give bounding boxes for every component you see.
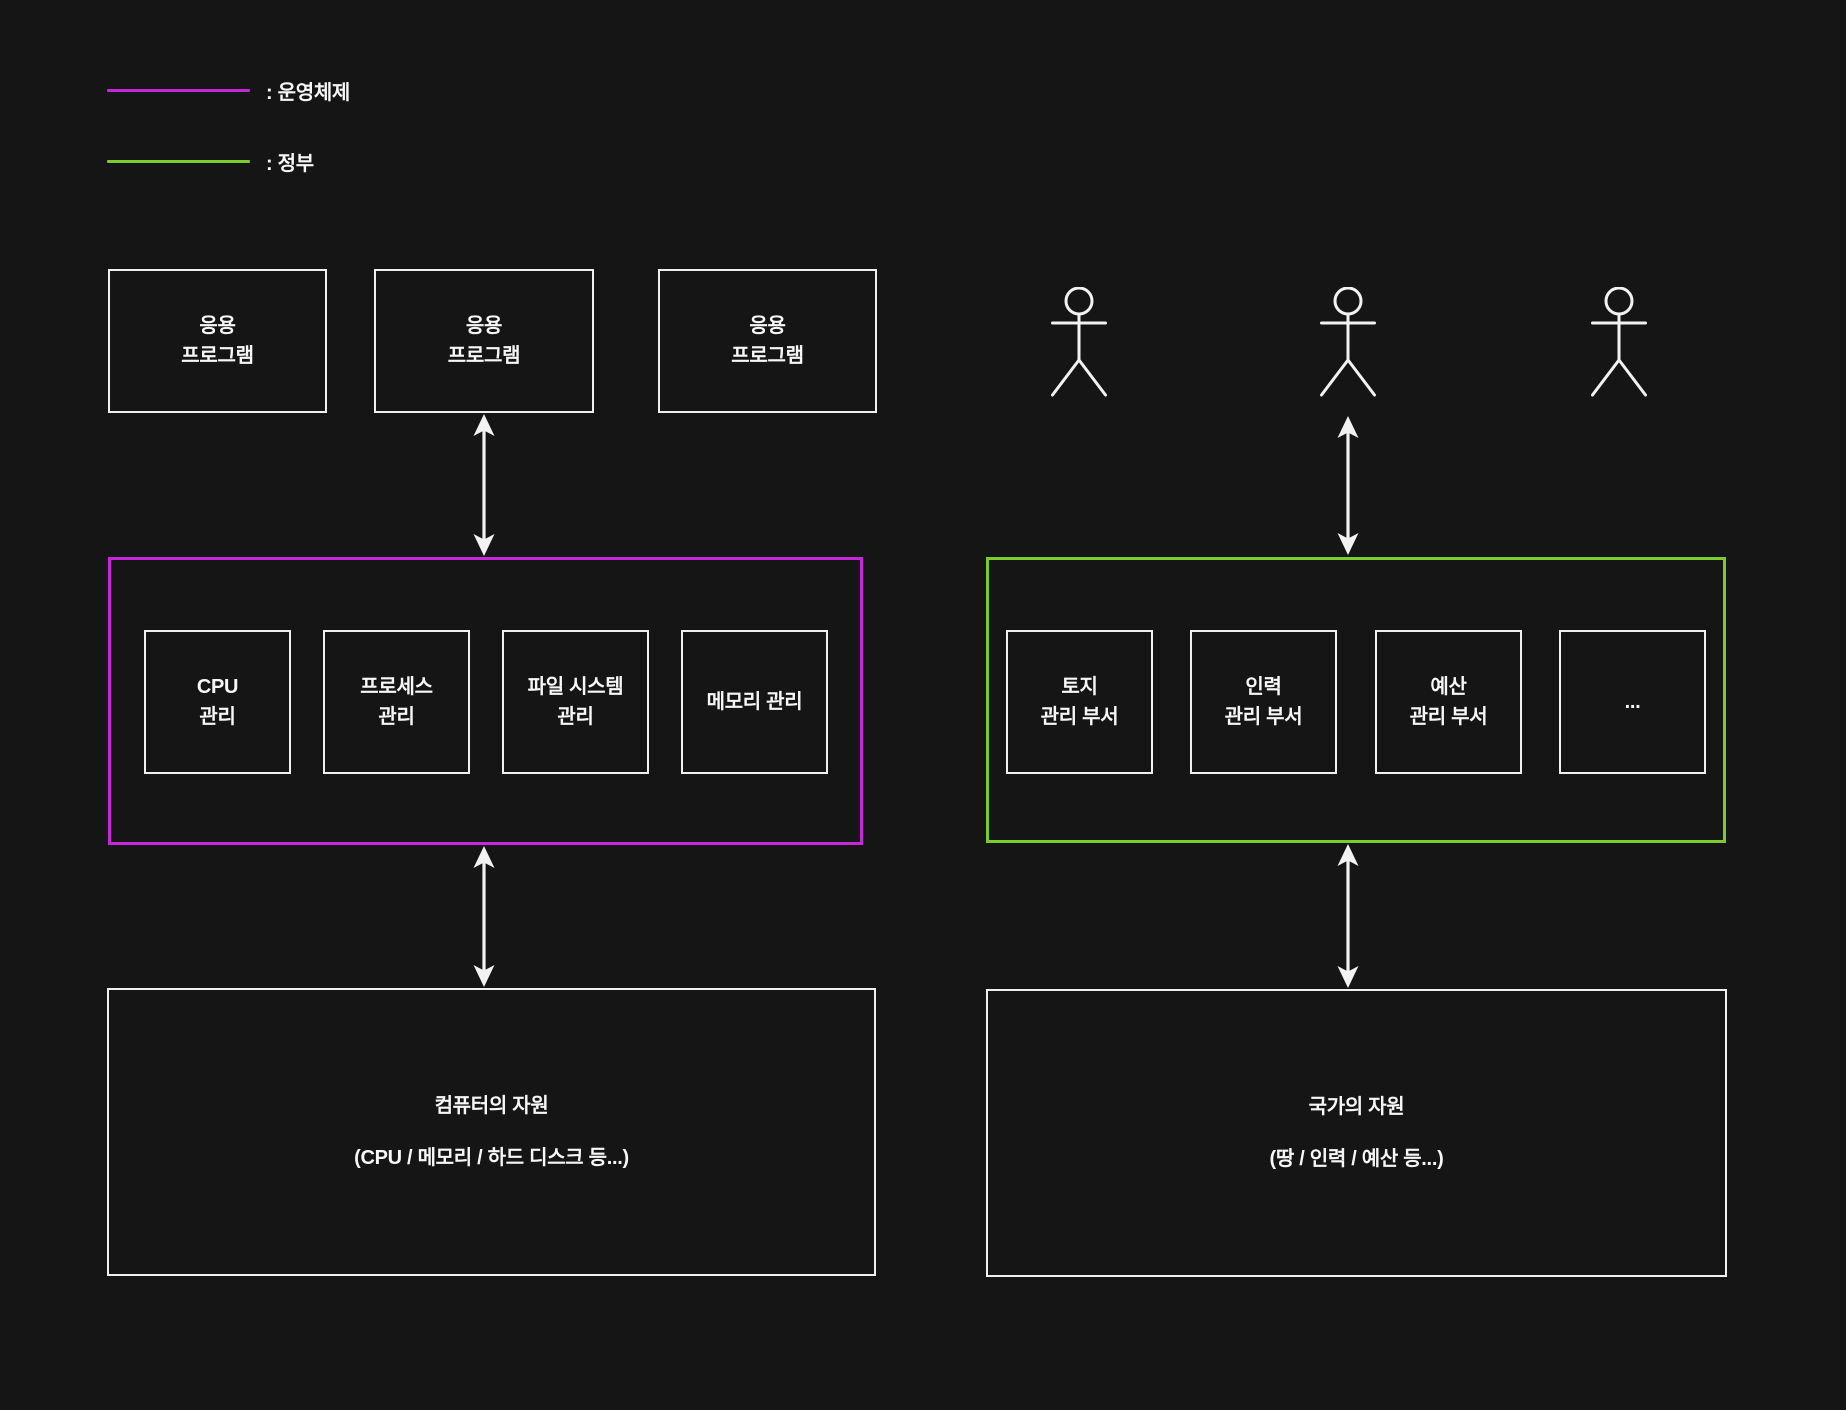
arrow-head-top xyxy=(1337,844,1359,866)
actor-head xyxy=(1333,287,1363,316)
legend-item-os: : 운영체제 xyxy=(107,76,350,104)
legend-item-government: : 정부 xyxy=(107,147,314,175)
app-program-box-3: 응용 프로그램 xyxy=(658,269,877,413)
budget-management-dept-box: 예산 관리 부서 xyxy=(1375,630,1522,774)
actor-left-leg xyxy=(1320,358,1350,397)
actor-right-leg xyxy=(1346,358,1376,397)
hr-management-dept-box: 인력 관리 부서 xyxy=(1190,630,1337,774)
bidirectional-arrow-people-government-icon xyxy=(1337,416,1359,555)
person-icon xyxy=(1320,287,1376,397)
arrow-head-top xyxy=(473,414,495,436)
app-program-label: 응용 프로그램 xyxy=(181,315,254,367)
national-resources-box: 국가의 자원 (땅 / 인력 / 예산 등...) xyxy=(986,989,1727,1277)
actor-head xyxy=(1064,287,1094,316)
process-management-box: 프로세스 관리 xyxy=(323,630,470,774)
app-program-box-1: 응용 프로그램 xyxy=(108,269,327,413)
os-legend-line xyxy=(107,88,250,92)
actor-right-leg xyxy=(1617,358,1647,397)
cpu-management-box: CPU 관리 xyxy=(144,630,291,774)
app-program-label: 응용 프로그램 xyxy=(731,315,804,367)
arrow-head-bottom xyxy=(1337,966,1359,988)
app-program-label: 응용 프로그램 xyxy=(447,315,521,367)
etc-dept-label: ... xyxy=(1624,691,1641,713)
government-container-box xyxy=(986,557,1726,843)
etc-dept-box: ... xyxy=(1559,630,1706,774)
actor-left-leg xyxy=(1051,358,1081,397)
land-management-dept-label: 토지 관리 부서 xyxy=(1040,676,1119,728)
national-resources-subtitle: (땅 / 인력 / 예산 등...) xyxy=(1269,1147,1444,1170)
arrow-head-bottom xyxy=(473,534,495,556)
arrow-head-bottom xyxy=(473,965,495,987)
government-legend-line xyxy=(107,159,250,163)
memory-management-box: 메모리 관리 xyxy=(681,630,828,774)
actor-head xyxy=(1604,287,1634,316)
computer-resources-title: 컴퓨터의 자원 xyxy=(434,1094,549,1117)
computer-resources-box: 컴퓨터의 자원 (CPU / 메모리 / 하드 디스크 등...) xyxy=(107,988,876,1276)
file-system-management-box: 파일 시스템 관리 xyxy=(502,630,649,774)
bidirectional-arrow-apps-os-icon xyxy=(473,414,495,556)
government-legend-label: : 정부 xyxy=(266,152,314,175)
bidirectional-arrow-os-resources-icon xyxy=(473,846,495,987)
os-legend-label: : 운영체제 xyxy=(266,81,351,104)
person-icon xyxy=(1051,287,1107,397)
os-container-box xyxy=(108,557,863,845)
actor-left-leg xyxy=(1591,358,1621,397)
arrow-head-top xyxy=(1337,416,1359,438)
bidirectional-arrow-government-resources-icon xyxy=(1337,844,1359,988)
arrow-head-bottom xyxy=(1337,533,1359,555)
national-resources-title: 국가의 자원 xyxy=(1308,1095,1405,1118)
land-management-dept-box: 토지 관리 부서 xyxy=(1006,630,1153,774)
memory-management-label: 메모리 관리 xyxy=(706,691,803,713)
person-icon xyxy=(1591,287,1647,397)
budget-management-dept-label: 예산 관리 부서 xyxy=(1409,676,1488,728)
process-management-label: 프로세스 관리 xyxy=(360,676,433,728)
file-system-management-label: 파일 시스템 관리 xyxy=(527,676,624,728)
actor-right-leg xyxy=(1077,358,1107,397)
computer-resources-subtitle: (CPU / 메모리 / 하드 디스크 등...) xyxy=(354,1146,629,1169)
cpu-management-label: CPU 관리 xyxy=(196,676,239,728)
hr-management-dept-label: 인력 관리 부서 xyxy=(1224,676,1303,728)
arrow-head-top xyxy=(473,846,495,868)
app-program-box-2: 응용 프로그램 xyxy=(374,269,594,413)
